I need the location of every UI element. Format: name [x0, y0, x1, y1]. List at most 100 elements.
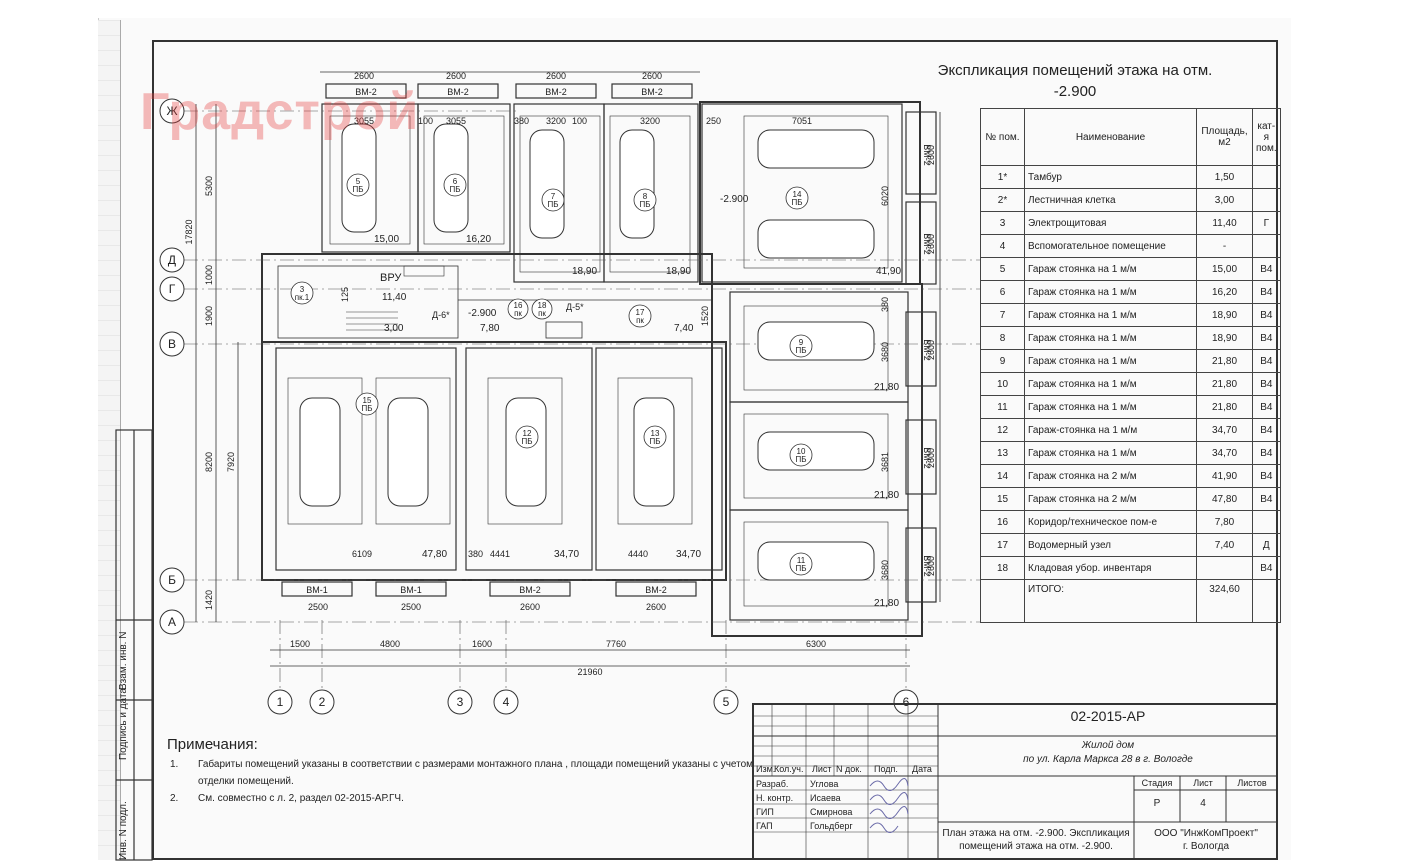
cell-num: 15 — [980, 487, 1025, 511]
axis-label-a: А — [168, 615, 176, 629]
stamp-col-izm: Изм. — [756, 764, 776, 774]
axis-label-g: Г — [169, 282, 176, 296]
cell-num: 17 — [980, 533, 1025, 557]
cell-num: 2* — [980, 188, 1025, 212]
cell-area: 47,80 — [1196, 487, 1253, 511]
cell-name: Гараж стоянка на 1 м/м — [1024, 441, 1197, 465]
dim-bottom-total: 21960 — [577, 667, 602, 677]
room-num-15: 15 — [363, 396, 372, 405]
dim-left-5: 1420 — [204, 590, 214, 610]
area-room-15: 47,80 — [422, 549, 447, 560]
room-num-13: 13 — [651, 429, 660, 438]
axis-label-b: Б — [168, 573, 176, 587]
room-tag-pb-13: ПБ — [650, 437, 661, 446]
area-room-9: 21,80 — [874, 382, 899, 393]
right-gate-label-5: ВМ-2 — [922, 555, 932, 577]
axis-label-4: 4 — [503, 695, 510, 709]
cell-name: Гараж стоянка на 1 м/м — [1024, 257, 1197, 281]
bottom-gate-width-4: 2600 — [646, 602, 666, 612]
stamp-col-koluch: Кол.уч. — [774, 764, 804, 774]
cell-cat: В4 — [1252, 395, 1281, 419]
room-tag-pb-11: ПБ — [796, 564, 807, 573]
org-line1: ООО "ИнжКомПроект" — [1154, 828, 1258, 839]
col-header-name: Наименование — [1024, 108, 1197, 166]
area-room-17: 7,40 — [674, 323, 694, 334]
room-tag-pb-14: ПБ — [792, 198, 803, 207]
cell-num: 8 — [980, 326, 1025, 350]
dim-bottom-5: 6300 — [806, 639, 826, 649]
door-label-d5: Д-5* — [566, 302, 584, 312]
area-room-11: 21,80 — [874, 598, 899, 609]
cell-name: Гараж стоянка на 1 м/м — [1024, 349, 1197, 373]
total-area: 324,60 — [1196, 579, 1253, 623]
dim-3055-a: 3055 — [354, 116, 374, 126]
stamp-col-podp: Подп. — [874, 764, 898, 774]
cell-area: 21,80 — [1196, 395, 1253, 419]
top-gate-label-2: ВМ-2 — [447, 87, 469, 97]
note-1-line2: отделки помещений. — [198, 776, 294, 787]
level-mark-1: -2.900 — [720, 194, 749, 205]
cell-num: 14 — [980, 464, 1025, 488]
dim-100-a: 100 — [418, 116, 433, 126]
axis-label-v: В — [168, 337, 176, 351]
cell-area: 21,80 — [1196, 349, 1253, 373]
dim-380-c: 380 — [468, 549, 483, 559]
explication-title: Экспликация помещений этажа на отм. -2.9… — [905, 60, 1245, 102]
cell-cat: В4 — [1252, 487, 1281, 511]
right-gate-label-1: ВМ-2 — [922, 144, 932, 166]
org-line2: г. Вологда — [1182, 841, 1230, 852]
note-1-line1: Габариты помещений указаны в соответстви… — [198, 759, 754, 770]
dim-380-b: 380 — [880, 297, 890, 312]
cell-cat: В4 — [1252, 464, 1281, 488]
top-gate-label-3: ВМ-2 — [545, 87, 567, 97]
cell-area: 11,40 — [1196, 211, 1253, 235]
explication-header-row: № пом. Наименование Площадь, м2 кат-я по… — [980, 108, 1281, 166]
bottom-gate-label-4: ВМ-2 — [645, 585, 667, 595]
room-tag-pb-9: ПБ — [796, 346, 807, 355]
axis-label-1: 1 — [277, 695, 284, 709]
level-mark-2: -2.900 — [468, 308, 497, 319]
top-gate-label-4: ВМ-2 — [641, 87, 663, 97]
cell-name: Гараж стоянка на 1 м/м — [1024, 303, 1197, 327]
dim-bottom-2: 4800 — [380, 639, 400, 649]
cell-name: Вспомогательное помещение — [1024, 234, 1197, 258]
cell-area: 16,20 — [1196, 280, 1253, 304]
cell-cat: Г — [1252, 211, 1281, 235]
cell-name: Гараж стоянка на 1 м/м — [1024, 372, 1197, 396]
cell-name: Гараж стоянка на 1 м/м — [1024, 326, 1197, 350]
cell-area — [1196, 556, 1253, 580]
cell-cat: В4 — [1252, 349, 1281, 373]
room-tag-pk1-3: пк.1 — [295, 293, 310, 302]
cell-cat: В4 — [1252, 556, 1281, 580]
cell-num: 9 — [980, 349, 1025, 373]
bottom-gate-label-2: ВМ-1 — [400, 585, 422, 595]
cell-name: Гараж стоянка на 1 м/м — [1024, 280, 1197, 304]
dim-3680-a: 3680 — [880, 342, 890, 362]
explication-table: № пом. Наименование Площадь, м2 кат-я по… — [980, 108, 1281, 623]
stamp-col-ndok: N док. — [836, 764, 862, 774]
room-tag-pb-12: ПБ — [522, 437, 533, 446]
document-code: 02-2015-АР — [1070, 708, 1146, 724]
dim-bottom-3: 1600 — [472, 639, 492, 649]
col-header-num: № пом. — [980, 108, 1025, 166]
room-num-3: 3 — [300, 285, 305, 294]
note-1-num: 1. — [170, 759, 179, 770]
dim-left-inner: 7920 — [226, 452, 236, 472]
bottom-gate-label-3: ВМ-2 — [519, 585, 541, 595]
dim-bottom-4: 7760 — [606, 639, 626, 649]
dim-left-total: 17820 — [184, 219, 194, 244]
cell-area: 34,70 — [1196, 441, 1253, 465]
room-num-12: 12 — [523, 429, 532, 438]
explication-title-line1: Экспликация помещений этажа на отм. — [937, 62, 1213, 79]
cell-area: 3,00 — [1196, 188, 1253, 212]
axis-label-5: 5 — [723, 695, 730, 709]
note-2-line1: См. совместно с л. 2, раздел 02-2015-АР.… — [198, 793, 404, 804]
right-gate-label-4: ВМ-2 — [922, 447, 932, 469]
